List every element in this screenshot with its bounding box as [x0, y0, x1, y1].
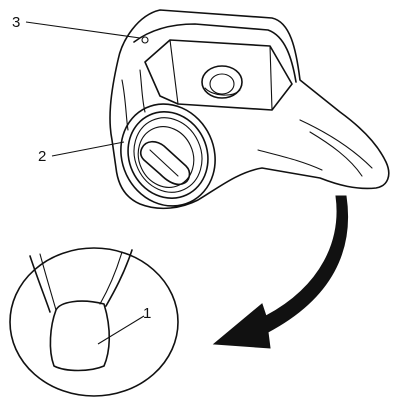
detail-circle: [9, 247, 179, 397]
leader-line-1: [97, 315, 145, 345]
leader-line-3: [25, 21, 141, 39]
rocker-arm-outline: [109, 9, 390, 210]
oil-hole: [141, 36, 149, 44]
rocker-arm-top-rim: [133, 23, 297, 83]
callout-3: 3: [12, 14, 20, 31]
rocker-arm-socket: [144, 39, 293, 111]
rocker-ball: [120, 103, 216, 207]
callout-2: 2: [38, 148, 46, 165]
callout-arrow: [212, 195, 349, 349]
contact-pad: [49, 300, 111, 372]
rocker-arm: [109, 9, 390, 210]
leader-line-2: [51, 141, 125, 157]
detail-view: [9, 247, 179, 397]
callout-1: 1: [143, 305, 151, 322]
ball-slot: [139, 140, 191, 186]
pivot-bore: [201, 65, 243, 99]
